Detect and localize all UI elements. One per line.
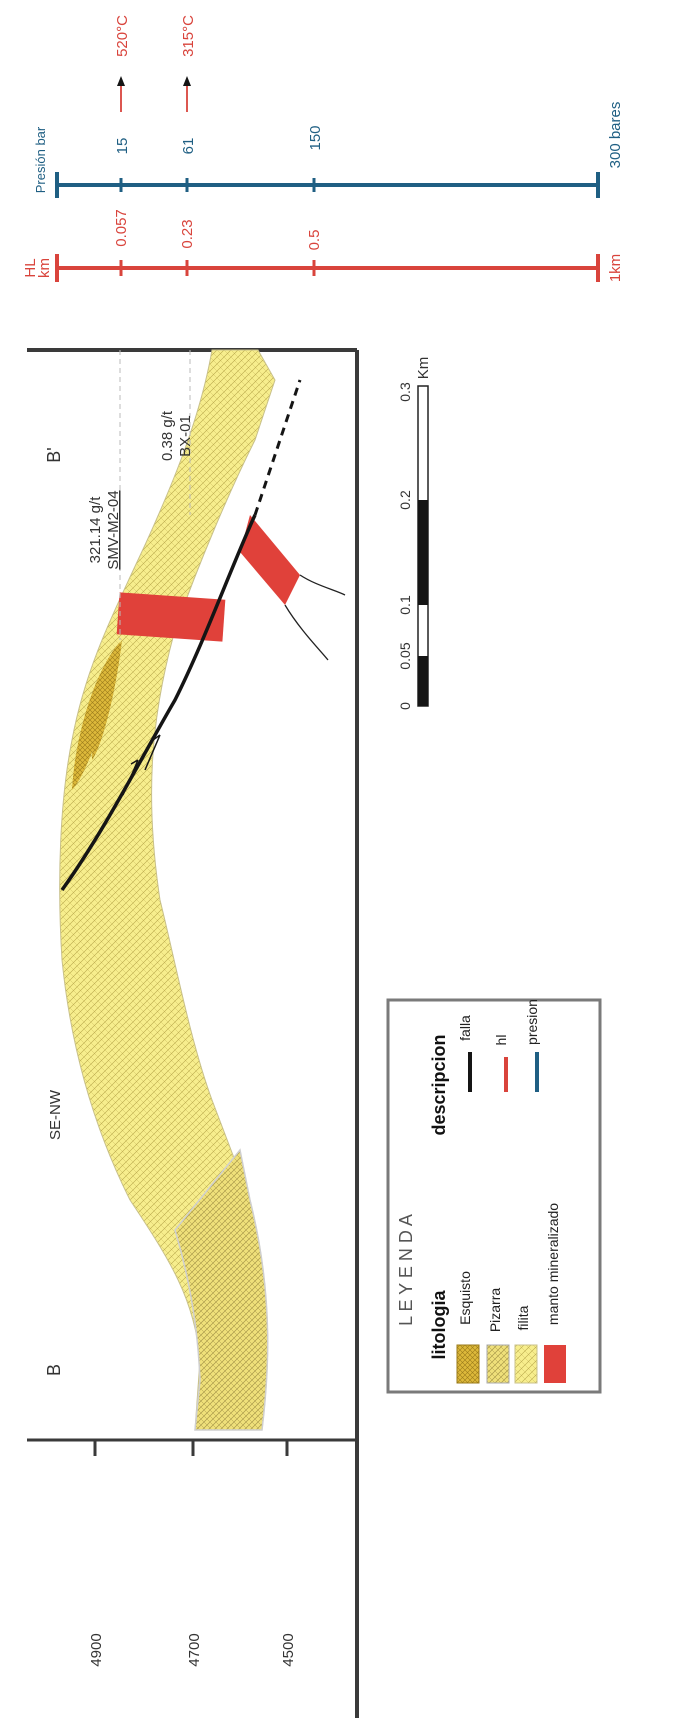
sample-2-value: 0.38 g/t	[159, 410, 176, 461]
manto-mineralizado-upper	[117, 592, 226, 641]
vein-line	[285, 605, 328, 660]
legend-label-esquisto: Esquisto	[457, 1271, 473, 1325]
hl-tick-label: 0.23	[179, 219, 196, 248]
legend-description-header: descripcion	[429, 1034, 449, 1135]
pressure-tick-label: 15	[114, 138, 131, 155]
elevation-tick-label: 4500	[280, 1633, 297, 1666]
scale-tick-label: 0.1	[397, 595, 413, 615]
legend-label-presion: presion	[524, 999, 540, 1045]
pressure-scale: Presión bar 15 61 150 300 bares 520°C 31…	[33, 15, 624, 198]
temp-label-1: 520°C	[114, 15, 131, 57]
legend-label-manto: manto mineralizado	[545, 1203, 561, 1325]
legend-title: L E Y E N D A	[396, 1214, 416, 1326]
hl-tick-label: 0.5	[306, 230, 323, 251]
pressure-tick-label: 300 bares	[607, 102, 624, 169]
scale-tick-label: 0.05	[397, 642, 413, 669]
elevation-axis: 4900 4700 4500	[88, 1440, 297, 1667]
temp-arrow-2-head	[183, 76, 191, 86]
legend-lithology-header: litologia	[429, 1290, 449, 1360]
temp-label-2: 315°C	[180, 15, 197, 57]
scale-unit: Km	[415, 357, 432, 380]
elevation-tick-label: 4900	[88, 1633, 105, 1666]
temp-arrow-1-head	[117, 76, 125, 86]
scale-tick-label: 0	[397, 702, 413, 710]
pressure-tick-label: 150	[307, 125, 324, 150]
legend-swatch-filita	[515, 1345, 537, 1383]
pressure-scale-title: Presión bar	[33, 126, 48, 193]
scale-tick-label: 0.3	[397, 382, 413, 402]
sample-1-value: 321.14 g/t	[87, 496, 104, 564]
hl-scale: HL km 0.057 0.23 0.5 1km	[22, 209, 624, 282]
vein-line-2	[300, 575, 345, 595]
pressure-tick-label: 61	[180, 138, 197, 155]
legend-label-hl: hl	[493, 1035, 509, 1046]
hl-tick-label: 1km	[607, 254, 624, 282]
legend-swatch-manto	[544, 1345, 566, 1383]
scale-tick-label: 0.2	[397, 490, 413, 510]
legend-label-pizarra: Pizarra	[487, 1288, 503, 1333]
section-direction: SE-NW	[47, 1089, 64, 1140]
hl-tick-label: 0.057	[113, 209, 130, 247]
hl-scale-unit: km	[36, 258, 53, 278]
section-endpoint-left: B	[44, 1364, 64, 1376]
legend-swatch-pizarra	[487, 1345, 509, 1383]
scale-bar: 0 0.05 0.1 0.2 0.3 Km	[397, 357, 432, 710]
legend-box	[388, 1000, 600, 1392]
legend: L E Y E N D A litologia descripcion Esqu…	[388, 999, 600, 1392]
section-endpoint-right: B'	[44, 447, 64, 462]
legend-swatch-esquisto	[457, 1345, 479, 1383]
sample-2-id: BX-01	[177, 415, 194, 457]
legend-label-falla: falla	[457, 1015, 473, 1041]
sample-1-id: SMV-M2-04	[105, 490, 122, 569]
elevation-tick-label: 4700	[186, 1633, 203, 1666]
legend-label-filita: filita	[515, 1305, 531, 1330]
